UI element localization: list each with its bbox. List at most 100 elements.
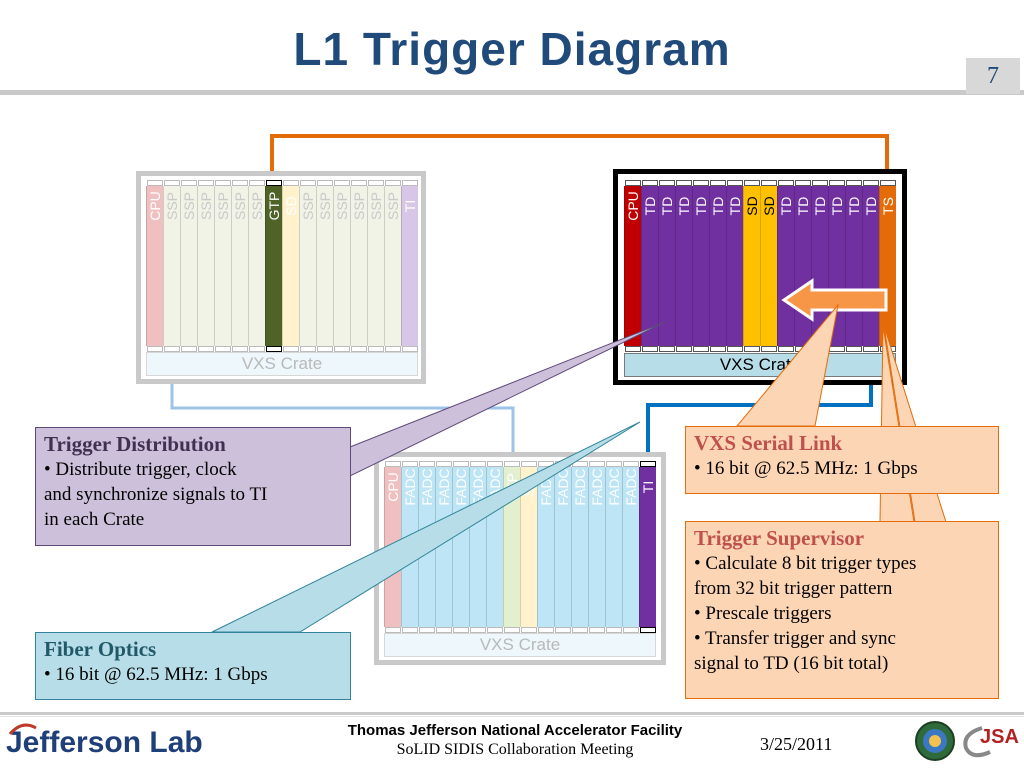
left-crate-slot-ssp: SSP [248,180,265,352]
jefferson-lab-logo-text: Jefferson Lab [6,726,203,759]
bottom-crate-slot-fadc: FADC [537,461,554,633]
slot-latch [778,180,794,186]
bottom-crate-slot-ti: TI [639,461,656,633]
slot-latch [640,627,656,633]
slot-latch [693,180,709,186]
slot-latch [300,346,316,352]
left-crate-slot-ssp: SSP [197,180,214,352]
left-crate-slot-gtp: GTP [265,180,282,352]
slot-latch [402,346,418,352]
slot-latch [419,461,435,467]
slot-latch [778,346,794,352]
trigger-distribution-pointer [349,321,666,477]
left-crate-slot-ssp: SSP [333,180,350,352]
left-crate-slot-ssp: SSP [214,180,231,352]
left-crate-slot-ssp: SSP [163,180,180,352]
slot-latch [640,461,656,467]
slot-latch [521,627,537,633]
slot-latch [606,461,622,467]
fiber-optics-title: Fiber Optics [44,637,157,661]
bottom-crate-slot-fadc: FADC [571,461,588,633]
footer-rule-thin [0,716,1024,717]
slot-latch [727,346,743,352]
slot-latch [863,346,879,352]
right-crate-slot-td: TD [641,180,658,352]
slot-latch [846,180,862,186]
slot-latch [487,461,503,467]
slot-latch [385,627,401,633]
slot-latch [215,180,231,186]
bottom-crate-slot-fadc: FADC [452,461,469,633]
right-crate-slot-td: TD [726,180,743,352]
slot-latch [232,346,248,352]
doe-seal-icon [915,721,955,761]
right-crate-slot-sd: SD [760,180,777,352]
slot-latch [385,180,401,186]
trigger-supervisor-line: • Calculate 8 bit trigger types [694,553,917,574]
slot-latch [402,627,418,633]
slot-latch [266,346,282,352]
slot-latch [351,180,367,186]
slot-latch [504,627,520,633]
slot-latch [625,346,641,352]
left-crate-slot-ssp: SSP [350,180,367,352]
slot-latch [659,180,675,186]
slot-latch [538,627,554,633]
slot-latch [623,627,639,633]
slot-latch [147,180,163,186]
slot-latch [589,461,605,467]
left-crate-slot-ssp: SSP [316,180,333,352]
slot-latch [863,180,879,186]
slot-latch [676,180,692,186]
slot-latch [385,461,401,467]
trigger-supervisor-line: signal to TD (16 bit total) [694,653,889,674]
slot-latch [147,346,163,352]
slot-latch [642,346,658,352]
left-crate-slot-cpu: CPU [146,180,163,352]
slot-latch [283,346,299,352]
slot-latch [761,180,777,186]
slot-latch [795,180,811,186]
slot-latch [317,346,333,352]
slot-latch [402,461,418,467]
jefferson-lab-swoosh-icon [8,723,37,736]
trigger-distribution-line: • Distribute trigger, clock [44,459,237,480]
slot-latch [453,461,469,467]
slot-latch [181,346,197,352]
slot-latch [659,346,675,352]
slot-latch [215,346,231,352]
slot-latch [334,346,350,352]
vxs-serial-link-line: • 16 bit @ 62.5 MHz: 1 Gbps [694,458,918,479]
slot-latch [812,180,828,186]
slot-latch [351,346,367,352]
slot-latch [829,180,845,186]
left-crate-slot-ssp: SSP [299,180,316,352]
slot-latch [368,180,384,186]
bottom-crate-slot-fadc: FADC [588,461,605,633]
slot-latch [606,627,622,633]
vxs-serial-link-title: VXS Serial Link [694,431,843,455]
bottom-crate-slot-ctp: CTP [503,461,520,633]
bottom-crate-label: VXS Crate [384,633,656,657]
slot-latch [693,346,709,352]
slot-latch [198,346,214,352]
left-crate-slot-ssp: SSP [384,180,401,352]
left-crate-slot-ti: TI [401,180,418,352]
slot-latch [487,627,503,633]
slot-latch [625,180,641,186]
bottom-crate-slot-fadc: FADC [605,461,622,633]
vxs-serial-link-callout: VXS Serial Link • 16 bit @ 62.5 MHz: 1 G… [685,426,999,494]
slot-latch [164,346,180,352]
slot-latch [555,627,571,633]
trigger-supervisor-callout: Trigger Supervisor • Calculate 8 bit tri… [685,521,999,699]
slot-latch [385,346,401,352]
slot-latch [249,346,265,352]
slot-latch [266,180,282,186]
right-crate-slot-td: TD [692,180,709,352]
jsa-logo-text: JSA [980,726,1019,748]
slot-latch [572,627,588,633]
slot-latch [164,180,180,186]
slot-latch [470,461,486,467]
